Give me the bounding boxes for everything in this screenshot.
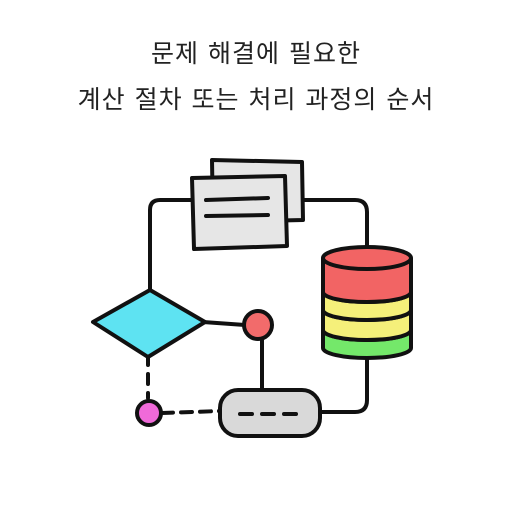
connector-doc-to-database [300, 198, 369, 252]
connector-doc-to-decision [148, 198, 194, 294]
database-icon [321, 245, 413, 360]
pink-node-icon [135, 399, 163, 427]
connector-pink-to-process-dashed [160, 409, 222, 415]
decision-diamond-icon [91, 288, 207, 359]
document-stack-icon [190, 158, 305, 251]
connector-decision-to-node [201, 320, 247, 327]
title-line-2: 계산 절차 또는 처리 과정의 순서 [77, 85, 435, 114]
connector-database-to-process [320, 348, 369, 414]
red-node-icon [242, 309, 274, 341]
title-line-1: 문제 해결에 필요한 [151, 39, 361, 68]
process-box-icon [218, 388, 322, 438]
